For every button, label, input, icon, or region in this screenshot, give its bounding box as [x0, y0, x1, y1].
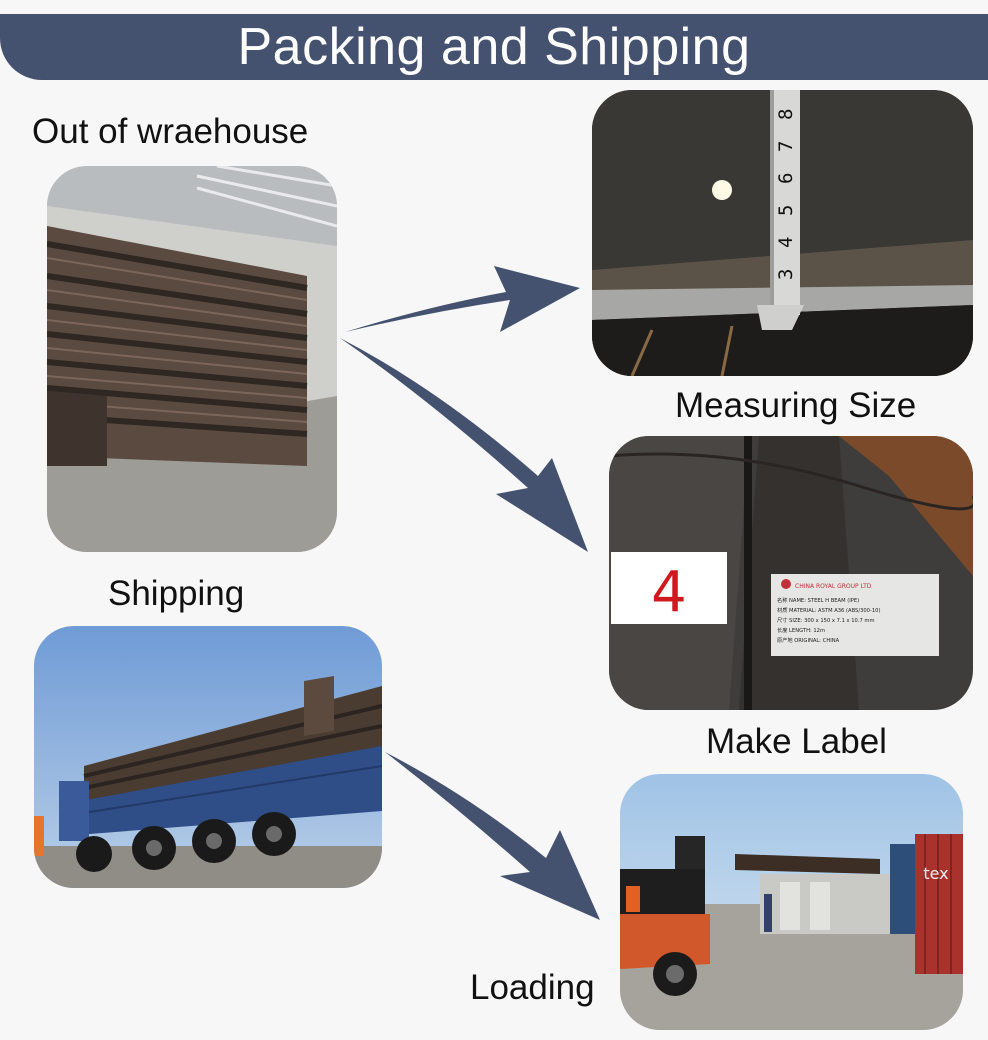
label-photo: 4 CHINA ROYAL GROUP LTD 名称 NAME: STEEL H…: [609, 436, 973, 710]
label-line-length: 长度 LENGTH: 12m: [777, 626, 825, 634]
shipping-photo: [34, 626, 382, 888]
warehouse-photo: [47, 166, 337, 552]
caption-measuring-size: Measuring Size: [675, 386, 917, 425]
label-line-size: 尺寸 SIZE: 300 x 150 x 7.1 x 10.7 mm: [777, 616, 875, 624]
tape-digit: 3: [775, 269, 797, 280]
label-number: 4: [651, 560, 687, 625]
page-title: Packing and Shipping: [237, 18, 751, 76]
container-text: tex: [923, 864, 948, 883]
caption-shipping: Shipping: [108, 574, 245, 613]
loading-photo: tex: [620, 774, 963, 1030]
tape-digit: 6: [775, 173, 797, 184]
tape-digit: 4: [775, 237, 797, 248]
arrow-to-loading: [385, 752, 600, 920]
company-logo: [781, 579, 791, 589]
caption-make-label: Make Label: [706, 722, 887, 761]
arrow-to-label: [340, 338, 588, 552]
label-company: CHINA ROYAL GROUP LTD: [795, 583, 872, 590]
tape-digit: 7: [775, 141, 797, 152]
title-banner: [0, 14, 988, 80]
tape-digit: 5: [775, 205, 797, 216]
caption-loading: Loading: [470, 968, 595, 1007]
arrow-to-measuring: [345, 266, 580, 332]
caption-out-of-warehouse: Out of wraehouse: [32, 112, 309, 151]
label-line-name: 名称 NAME: STEEL H BEAM (IPE): [777, 596, 859, 604]
label-line-origin: 原产地 ORIGINAL: CHINA: [777, 636, 840, 644]
label-line-material: 材质 MATERIAL: ASTM A36 (ABS/300-10): [777, 606, 880, 614]
measuring-photo: 8 7 6 5 4 3: [592, 90, 973, 376]
tape-digit: 8: [775, 109, 797, 120]
